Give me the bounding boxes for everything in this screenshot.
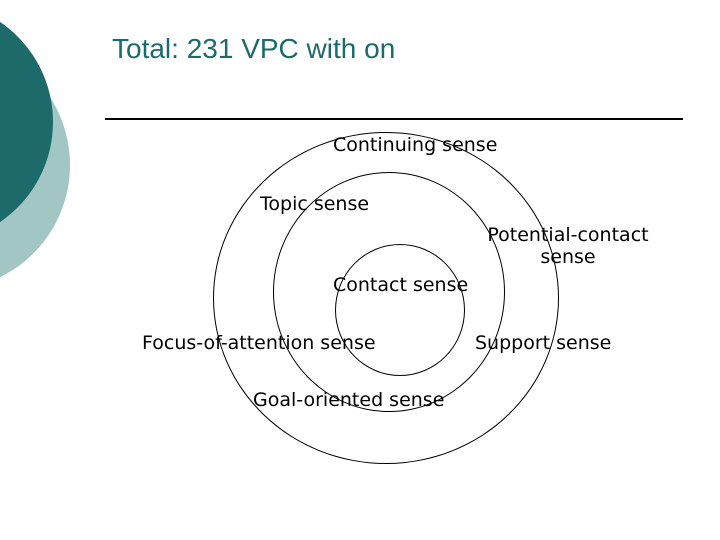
inner-circle <box>335 244 465 376</box>
label-contact-sense: Contact sense <box>333 274 469 296</box>
label-topic-sense: Topic sense <box>260 193 370 215</box>
label-support-sense: Support sense <box>475 332 612 354</box>
title-divider <box>105 118 683 120</box>
outer-circle <box>213 132 559 464</box>
label-goal-oriented-sense: Goal-oriented sense <box>253 389 445 411</box>
slide-title: Total: 231 VPC with on <box>112 33 396 64</box>
middle-circle <box>273 172 505 412</box>
label-continuing-sense: Continuing sense <box>333 134 498 156</box>
label-potential-contact-sense: Potential-contact sense <box>487 224 649 268</box>
label-focus-of-attention-sense: Focus-of-attention sense <box>142 332 376 354</box>
